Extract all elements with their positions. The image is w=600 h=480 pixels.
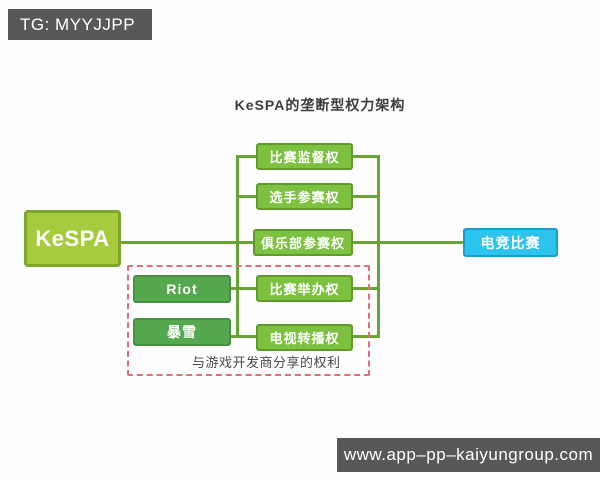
- node-right-tv-broadcast: 电视转播权: [256, 324, 353, 351]
- node-right-hosting: 比赛举办权: [256, 275, 353, 302]
- connector-stub-left-row5: [229, 335, 258, 338]
- connector-stub-right-row1: [352, 155, 380, 158]
- telegram-watermark-badge: TG: MYYJJPP: [8, 9, 152, 40]
- node-developer-blizzard: 暴雪: [133, 318, 231, 346]
- shared-rights-caption: 与游戏开发商分享的权利: [192, 355, 341, 370]
- node-developer-riot: Riot: [133, 275, 231, 303]
- shared-rights-dashed-zone: [127, 265, 370, 376]
- connector-stub-left-row1: [236, 155, 258, 158]
- connector-stub-left-row4: [229, 287, 258, 290]
- connector-right-bus: [377, 155, 380, 338]
- connector-stub-right-row2: [352, 195, 380, 198]
- diagram-title: KeSPA的垄断型权力架构: [234, 97, 406, 113]
- node-right-club-entry: 俱乐部参赛权: [253, 229, 353, 256]
- node-kespa: KeSPA: [24, 210, 121, 267]
- connector-left-bus: [236, 155, 239, 338]
- node-esports-competition: 电竞比赛: [463, 228, 558, 257]
- connector-stub-right-row5: [352, 335, 380, 338]
- connector-stub-right-row4: [352, 287, 380, 290]
- node-right-supervision: 比赛监督权: [256, 143, 353, 170]
- node-right-player-entry: 选手参赛权: [256, 183, 353, 210]
- connector-stub-left-row2: [236, 195, 258, 198]
- website-watermark-badge: www.app–pp–kaiyungroup.com: [337, 438, 600, 472]
